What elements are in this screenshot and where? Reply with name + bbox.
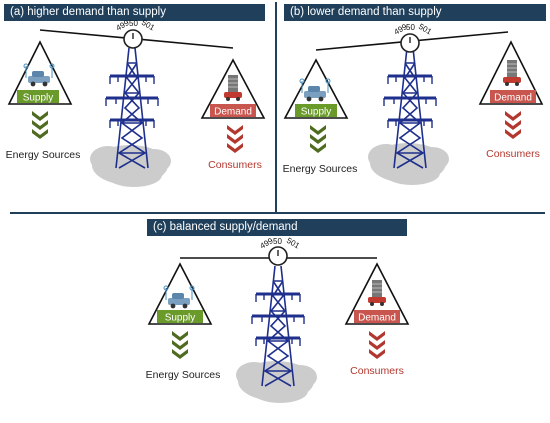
- panel-c-tower-base: [236, 361, 317, 403]
- panel-b-gauge-mid: 50: [406, 23, 415, 32]
- panel-a-sources-caption: Energy Sources: [6, 149, 81, 161]
- panel-a-gauge-mid: 50: [129, 19, 138, 28]
- panel-c-title: (c) balanced supply/demand: [147, 219, 407, 236]
- panel-a-supply-chevrons: [32, 111, 48, 139]
- panel-a-gauge-right: 501: [140, 18, 157, 33]
- panel-b-demand-box: [490, 90, 536, 103]
- panel-c-demand-label: Demand: [358, 313, 396, 324]
- panel-c: 499 50 501 Supply Energy Sources Demand …: [146, 236, 410, 403]
- panel-a-demand-box: [210, 104, 256, 117]
- panel-a-demand-label: Demand: [214, 107, 252, 118]
- panel-b-sources-caption: Energy Sources: [283, 163, 358, 175]
- panel-b-gauge-dial: [400, 33, 420, 53]
- panel-b-tower-base: [368, 143, 449, 185]
- panel-c-supply-chevrons: [172, 331, 188, 359]
- panel-c-sources-caption: Energy Sources: [146, 369, 221, 381]
- panel-a: 499 50 501 Supply Energy Sources Demand …: [6, 18, 266, 187]
- panel-b-consumers-caption: Consumers: [486, 148, 540, 160]
- panel-a-tower-base: [90, 145, 171, 187]
- panel-c-supply-box: [157, 310, 203, 323]
- panel-c-demand-chevrons: [369, 331, 385, 359]
- panel-c-supply-label: Supply: [165, 313, 196, 324]
- panel-a-gauge-dial: [123, 29, 143, 49]
- panel-c-consumers-caption: Consumers: [350, 365, 404, 377]
- panel-a-supply-label: Supply: [23, 93, 54, 104]
- horizontal-divider: [10, 212, 545, 214]
- panel-a-consumers-caption: Consumers: [208, 159, 262, 171]
- panel-b-supply-chevrons: [310, 125, 326, 153]
- panel-c-gauge-right: 501: [285, 236, 302, 251]
- panel-b-supply-label: Supply: [301, 107, 332, 118]
- panel-b-gauge-right: 501: [417, 22, 434, 37]
- panel-a-supply-box: [17, 90, 59, 103]
- panel-c-demand-box: [354, 310, 400, 323]
- vertical-divider: [275, 2, 277, 212]
- panel-b-demand-label: Demand: [494, 93, 532, 104]
- panel-b-title: (b) lower demand than supply: [284, 4, 546, 21]
- panel-b-demand-chevrons: [505, 111, 521, 139]
- panel-c-gauge-mid: 50: [273, 237, 282, 246]
- panel-a-title: (a) higher demand than supply: [4, 4, 265, 21]
- panel-a-demand-chevrons: [227, 125, 243, 153]
- panel-c-gauge-dial: [268, 246, 288, 266]
- panel-b: 499 50 501 Supply Energy Sources Demand …: [283, 22, 544, 185]
- panel-b-supply-box: [295, 104, 337, 117]
